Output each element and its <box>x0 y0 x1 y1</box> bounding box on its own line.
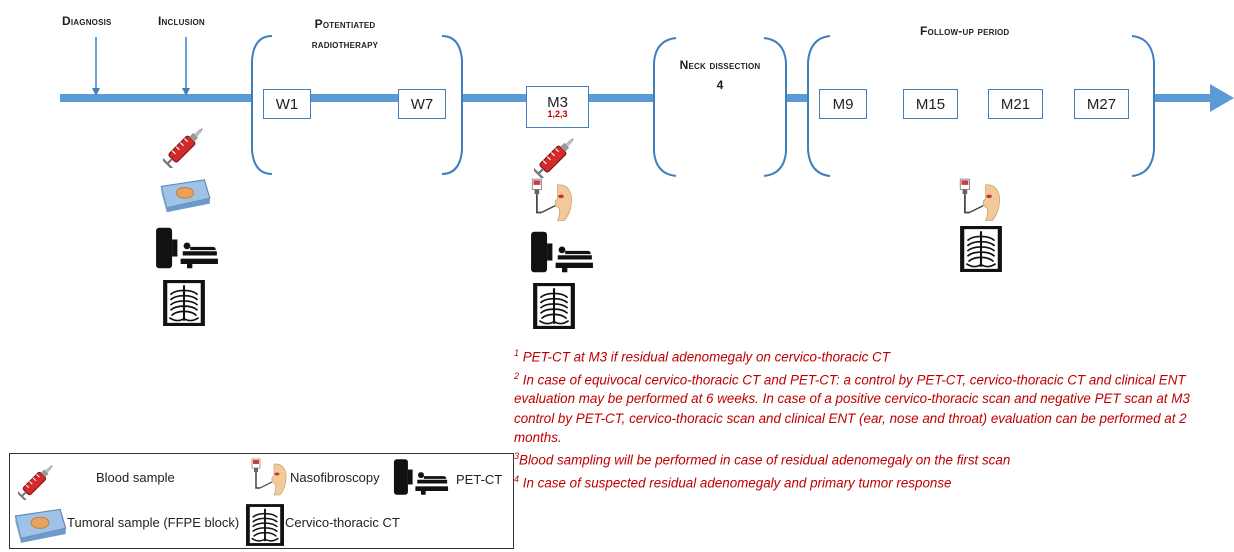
neck-line2: 4 <box>716 78 724 92</box>
legend-tumoral-label: Tumoral sample (FFPE block) <box>67 515 240 530</box>
legend: Blood sample Nasofibroscopy PET-CT Tumor… <box>9 453 514 549</box>
footnote-2-num: 2 <box>514 370 520 381</box>
neck-dissection-bracket <box>653 37 787 177</box>
tissue-block-icon <box>158 176 212 214</box>
timepoint-m27-label: M27 <box>1086 95 1117 113</box>
timepoint-w1: W1 <box>263 89 311 119</box>
syringe-icon <box>534 132 580 178</box>
radiotherapy-bracket <box>251 35 463 175</box>
timepoint-m3-label: M3 <box>547 94 568 111</box>
footnote-3-num: 3 <box>514 450 520 461</box>
chest-xray-icon <box>533 283 575 329</box>
potentiated-line2: radiotherapy <box>311 37 379 51</box>
footnote-4: 4 In case of suspected residual adenomeg… <box>514 470 1234 493</box>
diagnosis-label: Diagnosis <box>62 14 112 28</box>
timepoint-m3-footnote: 1,2,3 <box>547 109 568 119</box>
legend-cervico-label: Cervico-thoracic CT <box>285 515 400 530</box>
timepoint-m27: M27 <box>1074 89 1129 119</box>
timepoint-m9: M9 <box>819 89 867 119</box>
footnote-3: 3Blood sampling will be performed in cas… <box>514 447 1234 470</box>
pet-scanner-icon <box>530 230 594 274</box>
timepoint-m21-label: M21 <box>1000 95 1031 113</box>
legend-petct-label: PET-CT <box>456 472 503 487</box>
neck-line1: Neck dissection <box>679 58 761 72</box>
legend-naso-label: Nasofibroscopy <box>290 470 380 485</box>
footnote-3-text: Blood sampling will be performed in case… <box>519 452 1011 468</box>
potentiated-line1: Potentiated <box>314 17 376 31</box>
footnote-1: 1 PET-CT at M3 if residual adenomegaly o… <box>514 344 1234 367</box>
followup-label: Follow-up period <box>920 24 1010 38</box>
timepoint-m9-label: M9 <box>832 95 854 113</box>
timepoint-w1-label: W1 <box>275 95 299 113</box>
pet-scanner-icon <box>393 458 449 496</box>
potentiated-radiotherapy-label: Potentiated radiotherapy <box>290 14 400 54</box>
nasofibroscope-icon <box>958 178 1004 224</box>
footnote-4-num: 4 <box>514 473 520 484</box>
nasofibroscope-icon <box>250 458 290 498</box>
footnote-2-text: In case of equivocal cervico-thoracic CT… <box>522 372 1186 388</box>
footnote-2-cont-2: control by PET-CT, cervico-thoracic scan… <box>514 410 1187 426</box>
timepoint-m3: M3 1,2,3 <box>526 86 589 128</box>
footnotes: 1 PET-CT at M3 if residual adenomegaly o… <box>514 344 1234 492</box>
syringe-icon <box>18 460 58 500</box>
legend-blood-label: Blood sample <box>96 470 175 485</box>
pet-scanner-icon <box>155 226 219 270</box>
chest-xray-icon <box>246 504 284 546</box>
footnote-2-cont-1: evaluation may be performed at 6 weeks. … <box>514 391 1190 407</box>
chest-xray-icon <box>163 280 205 326</box>
timepoint-w7-label: W7 <box>410 95 434 113</box>
timepoint-m15-label: M15 <box>915 95 946 113</box>
nasofibroscope-icon <box>530 178 576 224</box>
timepoint-w7: W7 <box>398 89 446 119</box>
footnote-1-num: 1 <box>514 348 520 358</box>
footnote-4-text: In case of suspected residual adenomegal… <box>522 475 952 491</box>
timepoint-m21: M21 <box>988 89 1043 119</box>
inclusion-label: Inclusion <box>158 14 205 28</box>
chest-xray-icon <box>960 226 1002 272</box>
tissue-block-icon <box>12 506 68 544</box>
footnote-2-cont-3: months. <box>514 429 562 445</box>
timepoint-m15: M15 <box>903 89 958 119</box>
neck-dissection-label: Neck dissection 4 <box>660 55 780 95</box>
footnote-2: 2 In case of equivocal cervico-thoracic … <box>514 367 1234 390</box>
syringe-icon <box>163 122 209 168</box>
footnote-1-text: PET-CT at M3 if residual adenomegaly on … <box>522 349 890 365</box>
